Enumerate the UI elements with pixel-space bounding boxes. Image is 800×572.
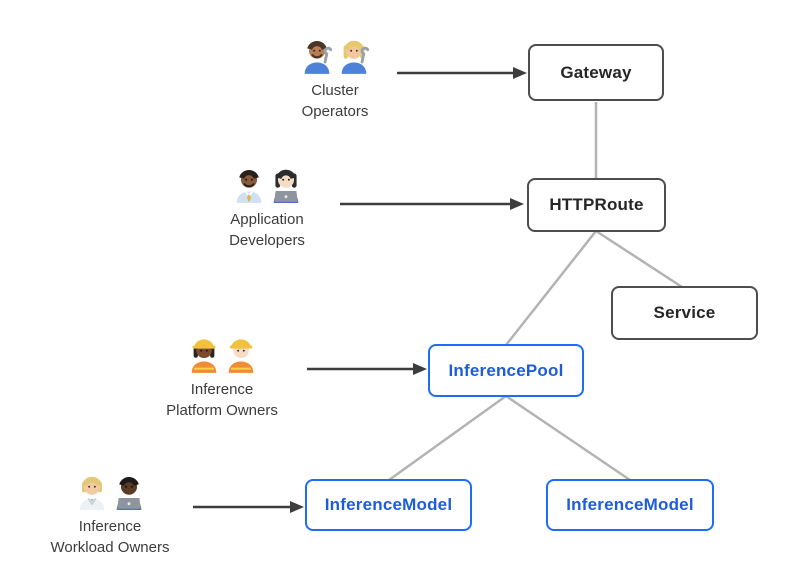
node-inferencemodel-right: InferenceModel (546, 479, 714, 531)
node-inferencepool: InferencePool (428, 344, 584, 397)
node-inferencemodel-right-label: InferenceModel (566, 495, 694, 514)
persona-inference-workload-owners-icons (20, 470, 200, 510)
arrow-head-icon (413, 363, 427, 375)
persona-inference-platform-owners: Inference Platform Owners (132, 333, 312, 421)
arrow-application-developers-httproute (340, 198, 524, 210)
man-mechanic-emoji (304, 41, 332, 74)
node-inferencemodel-left-label: InferenceModel (324, 495, 453, 514)
node-httproute-label: HTTPRoute (549, 195, 644, 214)
persona-label-line2: Developers (229, 232, 305, 249)
persona-label-line2: Platform Owners (166, 402, 278, 419)
persona-cluster-operators: Cluster Operators (245, 34, 425, 122)
man-technologist-emoji (236, 170, 261, 203)
persona-application-developers: Application Developers (177, 163, 357, 251)
persona-label-line2: Workload Owners (50, 539, 170, 556)
persona-cluster-operators-icons (245, 34, 425, 74)
arrow-head-icon (510, 198, 524, 210)
persona-inference-platform-owners-icons (132, 333, 312, 373)
persona-label-line1: Inference (190, 381, 254, 398)
node-service-label: Service (653, 303, 716, 322)
woman-construction-worker-emoji (191, 339, 216, 373)
persona-label-line1: Inference (78, 518, 142, 535)
woman-technologist-emoji (273, 169, 298, 203)
persona-label-line2: Operators (301, 103, 369, 120)
persona-label-line1: Application (230, 211, 304, 228)
arrow-head-icon (290, 501, 304, 513)
node-httproute: HTTPRoute (527, 178, 666, 232)
arrow-cluster-operators-gateway (397, 67, 527, 79)
man-technologist-dark-emoji (116, 477, 141, 510)
arrow-workload-owners-inferencemodel (193, 501, 304, 513)
node-inferencemodel-left: InferenceModel (305, 479, 472, 531)
persona-application-developers-icons (177, 163, 357, 203)
edge-httproute-service (595, 229, 683, 289)
persona-label-line1: Cluster (311, 82, 359, 99)
man-construction-worker-emoji (228, 339, 253, 373)
node-gateway-label: Gateway (560, 62, 632, 82)
scientist-emoji (79, 476, 104, 510)
node-inferencepool-label: InferencePool (448, 360, 564, 380)
edge-inferencepool-inferencemodel-left (388, 394, 507, 482)
persona-inference-workload-owners: Inference Workload Owners (20, 470, 200, 558)
arrow-platform-owners-inferencepool (307, 363, 427, 375)
edge-httproute-inferencepool (505, 230, 597, 346)
node-gateway: Gateway (528, 44, 664, 101)
arrow-head-icon (513, 67, 527, 79)
edge-inferencepool-inferencemodel-right (505, 394, 631, 482)
woman-mechanic-emoji (341, 40, 369, 74)
node-service: Service (611, 286, 758, 340)
